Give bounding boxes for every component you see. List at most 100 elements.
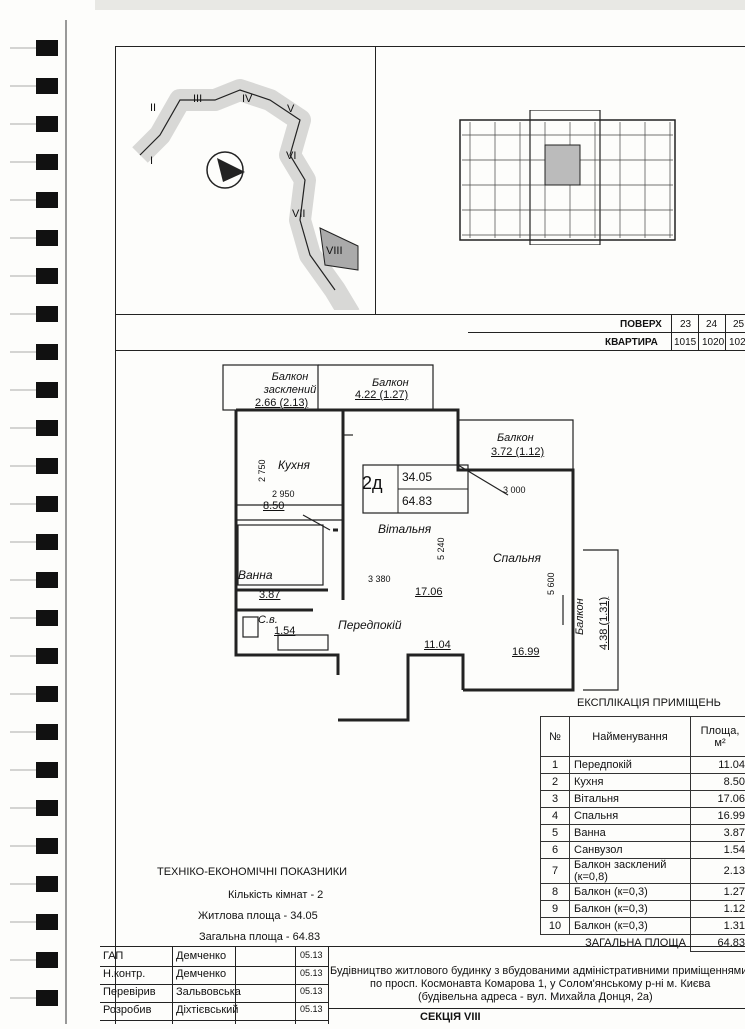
frame-left-line — [115, 46, 116, 1024]
apartment-type: 2д — [362, 473, 383, 494]
section-label-highlighted: VIII — [326, 245, 343, 257]
section-label: II — [150, 102, 156, 114]
row-number: 8 — [541, 884, 570, 901]
binding-hole — [36, 344, 58, 360]
dimension: 5 240 — [436, 537, 446, 560]
row-number: 10 — [541, 918, 570, 935]
title-block-name: Демченко — [176, 950, 226, 962]
dimension: 2 750 — [257, 459, 267, 482]
room-area-cell: 1.27 — [691, 884, 745, 901]
binding-hole — [36, 762, 58, 778]
key-plan-divider — [375, 46, 376, 314]
apartment-number: 1015 — [674, 337, 696, 348]
section-title: СЕКЦІЯ VIII — [420, 1011, 481, 1023]
binding-hole — [36, 724, 58, 740]
dimension: 5 600 — [546, 572, 556, 595]
room-area-cell: 1.31 — [691, 918, 745, 935]
title-block-role: Перевірив — [103, 986, 156, 998]
row-number: 2 — [541, 774, 570, 791]
binding-hole — [36, 306, 58, 322]
room-name: Балкон — [497, 432, 534, 444]
title-block-row-line — [100, 1020, 328, 1021]
row-number: 7 — [541, 859, 570, 884]
row-number: 4 — [541, 808, 570, 825]
title-block-date: 05.13 — [300, 986, 323, 996]
room-area: 8.50 — [263, 500, 284, 512]
plan-header-line — [115, 350, 745, 351]
room-name: Передпокій — [338, 618, 402, 632]
dimension: 2 950 — [272, 489, 295, 499]
column-header: № — [541, 717, 570, 757]
dimension: 3 000 — [503, 485, 526, 495]
title-block-row-line — [100, 984, 328, 985]
title-block-date: 05.13 — [300, 950, 323, 960]
room-name: Вітальня — [378, 522, 431, 536]
apartment-living-area: 34.05 — [402, 470, 432, 484]
floor-number: 23 — [680, 319, 691, 330]
column-header: Площа, м² — [691, 717, 745, 757]
floor-plan-thumbnail — [455, 110, 680, 245]
room-name-cell: Кухня — [570, 774, 691, 791]
binding-hole — [36, 990, 58, 1006]
binding-hole — [36, 154, 58, 170]
title-block-name: Зальвовська — [176, 986, 241, 998]
total-label: ЗАГАЛЬНА ПЛОЩА — [541, 935, 691, 952]
binding-hole — [36, 572, 58, 588]
room-name-cell: Балкон (к=0,3) — [570, 901, 691, 918]
binding-hole — [36, 952, 58, 968]
room-area-cell: 16.99 — [691, 808, 745, 825]
section-label: VI — [286, 150, 296, 162]
floors-table-divider — [725, 314, 726, 350]
dimension: 3 380 — [368, 574, 391, 584]
apartment-total-area: 64.83 — [402, 494, 432, 508]
room-area-cell: 3.87 — [691, 825, 745, 842]
floors-table-line — [468, 332, 745, 333]
binding-hole — [36, 838, 58, 854]
binding-hole — [36, 914, 58, 930]
room-area: 4.22 (1.27) — [355, 389, 408, 401]
floors-table-divider — [671, 314, 672, 350]
room-area: 2.66 (2.13) — [255, 397, 308, 409]
room-name-cell: Спальня — [570, 808, 691, 825]
row-number: 9 — [541, 901, 570, 918]
binding-hole — [36, 40, 58, 56]
binding-hole — [36, 78, 58, 94]
section-label: III — [193, 93, 202, 105]
row-number: 6 — [541, 842, 570, 859]
total-value: 64.83 — [691, 935, 745, 952]
binding-hole — [36, 268, 58, 284]
row-number: 5 — [541, 825, 570, 842]
title-block-role: ГАП — [103, 950, 123, 962]
room-area-cell: 8.50 — [691, 774, 745, 791]
frame-top-line — [115, 46, 745, 47]
title-block-divider — [295, 946, 296, 1024]
room-area: 11.04 — [424, 639, 451, 651]
binding-hole — [36, 382, 58, 398]
floor-number: 24 — [706, 319, 717, 330]
room-area-cell: 11.04 — [691, 757, 745, 774]
floor-number: 25 — [733, 319, 744, 330]
title-block-line — [100, 946, 745, 947]
binding-hole — [36, 610, 58, 626]
binding-hole — [36, 876, 58, 892]
apartment-number: 1020 — [702, 337, 724, 348]
binding-hole — [36, 686, 58, 702]
room-area: 1.54 — [274, 625, 295, 637]
title-block-line — [328, 1008, 745, 1009]
room-name: Балкон — [372, 377, 409, 389]
room-name: Балкон засклений — [260, 371, 320, 397]
row-number: 1 — [541, 757, 570, 774]
binding-hole — [36, 534, 58, 550]
section-label: V — [287, 103, 294, 115]
binding-hole — [36, 648, 58, 664]
room-area-cell: 2.13 — [691, 859, 745, 884]
plan-top-line — [115, 314, 745, 315]
binding-hole — [36, 116, 58, 132]
room-name-cell: Передпокій — [570, 757, 691, 774]
title-block-role: Н.контр. — [103, 968, 145, 980]
